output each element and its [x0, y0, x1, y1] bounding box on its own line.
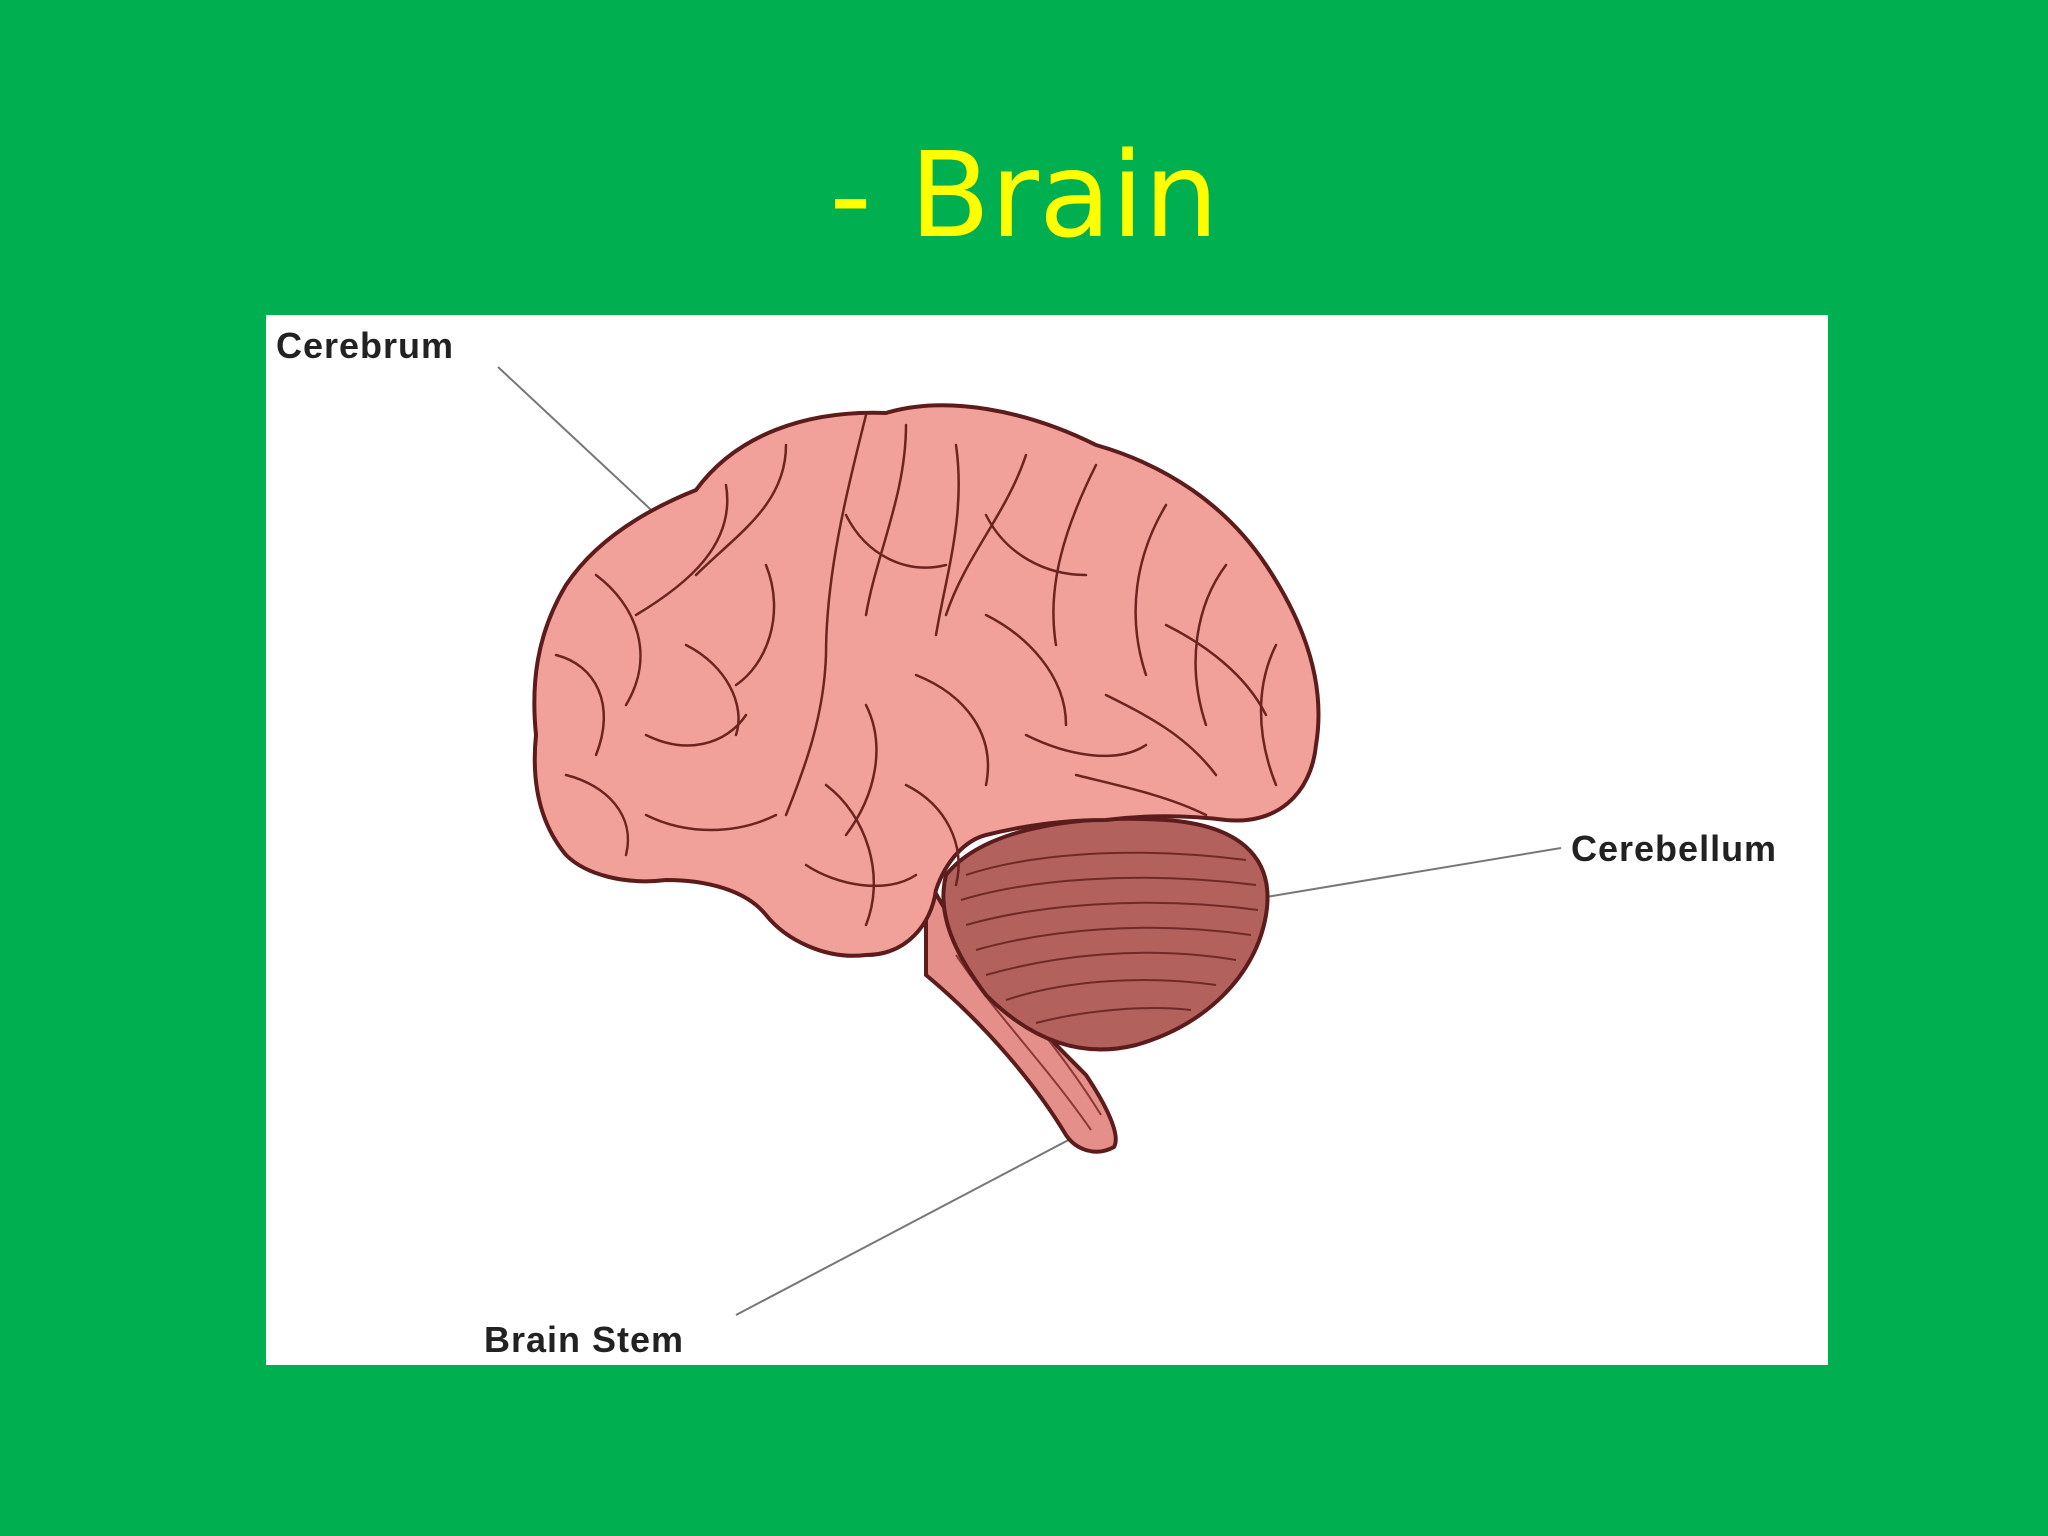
- cerebellum-label: Cerebellum: [1571, 828, 1778, 869]
- brain-diagram: Cerebrum Cerebellum Brain Stem: [266, 315, 1828, 1365]
- cerebellum-leader-line: [1265, 847, 1562, 898]
- cerebrum-gyri: [554, 413, 1278, 927]
- cerebrum-leader-line: [497, 366, 679, 536]
- cerebellum-folia: [960, 851, 1259, 1024]
- brain-stem-leader-line: [735, 1134, 1079, 1316]
- slide-title: - Brain: [829, 126, 1219, 264]
- brain-stem-label: Brain Stem: [484, 1319, 685, 1360]
- brain-illustration: [497, 366, 1562, 1316]
- cerebrum-label: Cerebrum: [276, 325, 455, 366]
